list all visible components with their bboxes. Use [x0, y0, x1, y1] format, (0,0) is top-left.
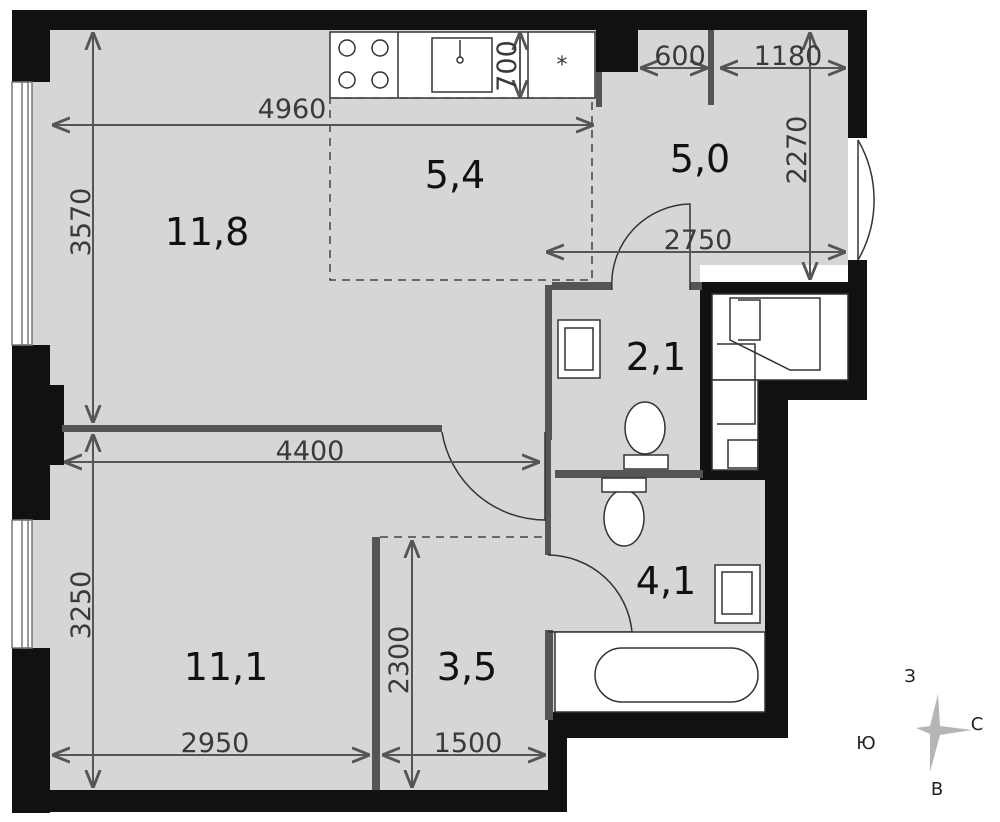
dim-4400: 4400 — [276, 436, 345, 467]
closet — [711, 293, 849, 471]
area-bedroom: 11,1 — [184, 645, 269, 689]
partitions — [62, 30, 714, 790]
doors — [441, 139, 875, 633]
compass: З С В Ю — [856, 666, 983, 800]
dim-4960: 4960 — [258, 94, 327, 125]
dim-3570: 3570 — [66, 188, 97, 257]
windows — [11, 81, 33, 649]
compass-north: З — [904, 666, 916, 687]
area-nook: 3,5 — [437, 645, 497, 689]
dim-1500: 1500 — [434, 728, 503, 759]
dimension-lines — [52, 32, 846, 788]
kitchen-unit: * — [329, 31, 596, 99]
dim-2270: 2270 — [782, 116, 813, 185]
sanitary — [554, 319, 766, 713]
area-living: 11,8 — [165, 210, 250, 254]
dim-2750: 2750 — [664, 225, 733, 256]
compass-rose-icon — [916, 694, 972, 772]
exterior-walls — [12, 10, 867, 813]
dim-700: 700 — [492, 40, 523, 92]
compass-east: С — [971, 714, 984, 735]
area-bath: 4,1 — [636, 559, 696, 603]
dim-1180: 1180 — [754, 41, 823, 72]
compass-west: Ю — [856, 733, 875, 754]
area-hall: 5,0 — [670, 137, 730, 181]
kitchen-zone-outline — [329, 97, 593, 281]
dim-3250: 3250 — [66, 571, 97, 640]
dim-2950: 2950 — [181, 728, 250, 759]
area-kitchen: 5,4 — [425, 153, 485, 197]
compass-south: В — [931, 779, 943, 800]
area-wc: 2,1 — [626, 335, 686, 379]
svg-text:*: * — [557, 53, 568, 78]
dim-600: 600 — [654, 41, 706, 72]
dim-2300: 2300 — [384, 626, 415, 695]
